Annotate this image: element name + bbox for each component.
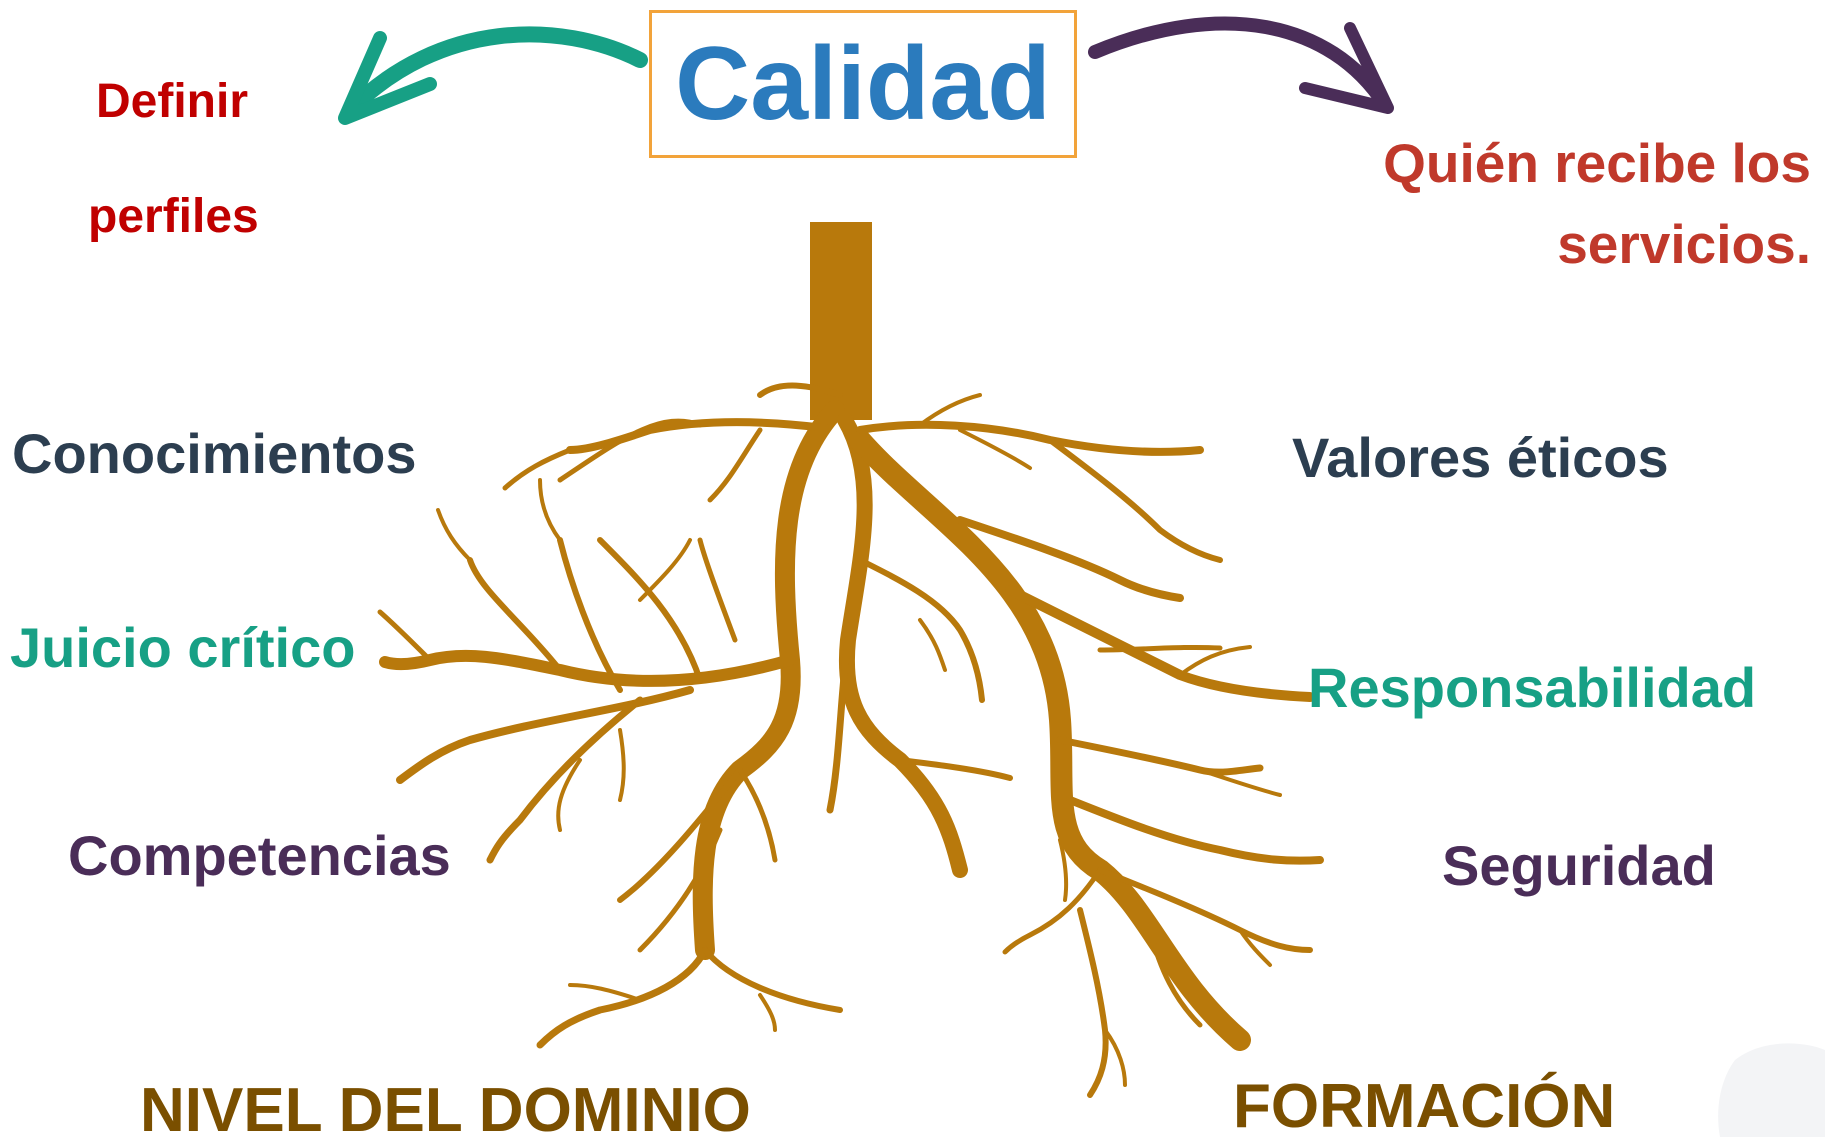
curved-arrow-right-icon [1088,16,1394,114]
bottom-right-label: FORMACIÓN [1233,1072,1616,1137]
top-right-line2: servicios. [1557,213,1811,275]
top-left-line2: perfiles [88,190,259,243]
left-item-juicio-critico: Juicio crítico [10,616,356,679]
top-left-line1: Definir [96,75,249,128]
top-right-line1: Quién recibe los [1383,132,1811,194]
tree-roots-icon [377,222,1324,1098]
right-item-valores-eticos: Valores éticos [1292,426,1669,489]
watermark-shape [1718,1043,1825,1137]
right-item-responsabilidad: Responsabilidad [1308,656,1757,719]
right-item-seguridad: Seguridad [1442,834,1716,897]
title-box: Calidad [649,10,1077,158]
title-text: Calidad [675,26,1051,142]
left-item-conocimientos: Conocimientos [12,422,417,485]
curved-arrow-left-icon [338,26,648,125]
left-item-competencias: Competencias [68,824,451,887]
bottom-left-label: NIVEL DEL DOMINIO [140,1076,751,1137]
